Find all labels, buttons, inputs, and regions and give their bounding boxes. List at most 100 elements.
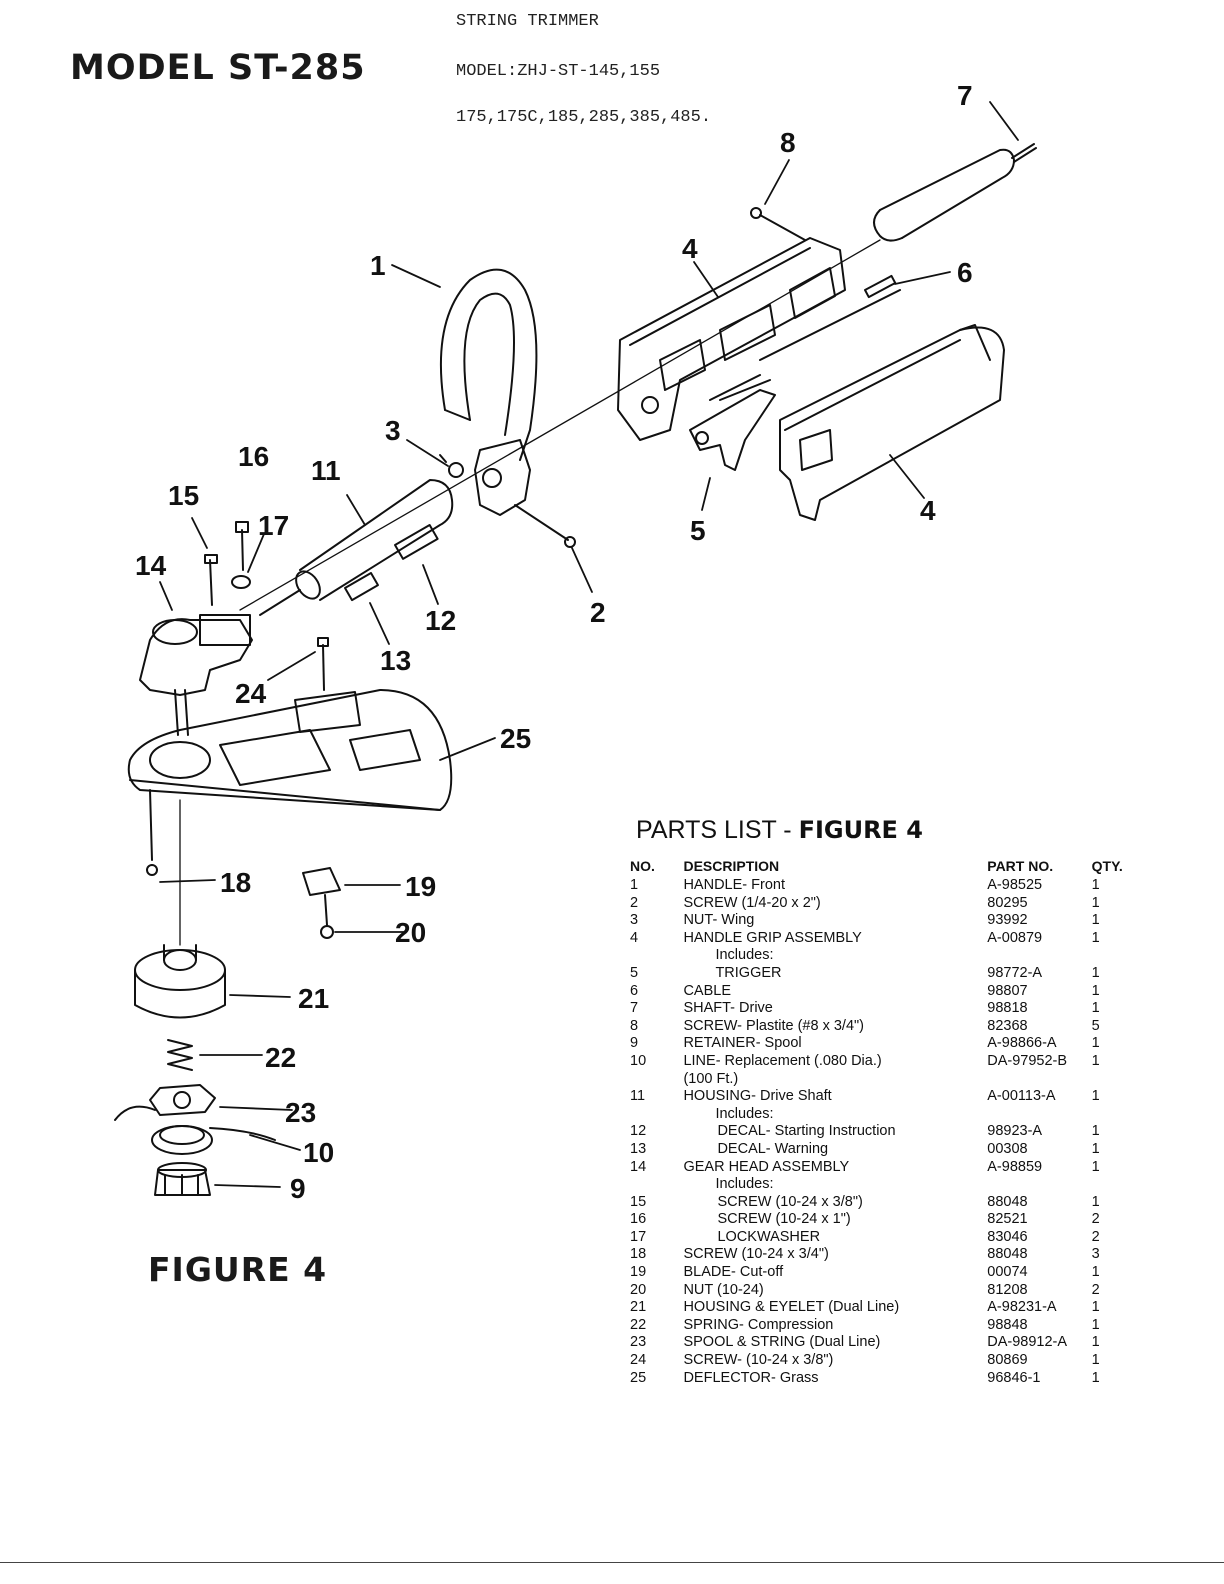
callout-14: 14 <box>135 550 167 581</box>
callout-13: 13 <box>380 645 411 676</box>
part-number-cell: 5 <box>630 964 639 981</box>
callout-22: 22 <box>265 1042 296 1073</box>
table-row: Includes: <box>630 1176 1130 1194</box>
gear-head-part <box>139 614 253 736</box>
part-number-cell: 22 <box>630 1316 647 1333</box>
part-description-cell: SCREW (10-24 x 1") <box>717 1211 851 1228</box>
part-qty-cell: 2 <box>1091 1281 1100 1298</box>
bottom-rule <box>0 1562 1224 1563</box>
part-number-cell: 18 <box>630 1246 647 1263</box>
part-description-cell: GEAR HEAD ASSEMBLY <box>683 1158 850 1175</box>
parts-list-title: PARTS LIST - FIGURE 4 <box>636 816 923 845</box>
part-description-cell: LOCKWASHER <box>717 1228 821 1245</box>
callout-18: 18 <box>220 867 251 898</box>
part-description-cell: SCREW- (10-24 x 3/8") <box>683 1352 834 1369</box>
callout-10: 10 <box>303 1137 334 1168</box>
part-number-cell <box>630 947 683 965</box>
part-qty-cell: 1 <box>1091 964 1100 981</box>
part-code-cell: 98807 <box>987 982 1028 999</box>
part-number-cell: 21 <box>630 1299 647 1316</box>
part-qty-cell: 1 <box>1091 1123 1100 1140</box>
handle-grip-lower-part <box>779 324 1005 521</box>
part-qty-cell: 5 <box>1091 1017 1100 1034</box>
part-code-cell: 80295 <box>987 894 1028 911</box>
part-description-cell: SHAFT- Drive <box>683 1000 773 1017</box>
table-row: (100 Ft.) <box>630 1071 1130 1089</box>
part-qty-cell: 1 <box>1091 929 1100 946</box>
part-qty-cell: 2 <box>1091 1211 1100 1228</box>
part-description-cell: LINE- Replacement (.080 Dia.) <box>683 1052 882 1069</box>
part-qty-cell <box>1092 1106 1130 1124</box>
callout-12: 12 <box>425 605 456 636</box>
screw-18-part <box>146 789 158 876</box>
part-qty-cell: 1 <box>1091 1000 1100 1017</box>
part-number-cell: 11 <box>630 1088 646 1105</box>
part-qty-cell: 1 <box>1091 1035 1100 1052</box>
figure-label: FIGURE 4 <box>148 1250 328 1289</box>
part-qty-cell: 1 <box>1091 1052 1100 1069</box>
part-number-cell: 9 <box>630 1035 639 1052</box>
part-description-cell: SPRING- Compression <box>683 1316 834 1333</box>
part-description-cell: SCREW (10-24 x 3/4") <box>683 1246 829 1263</box>
part-description-cell: Includes: <box>715 1176 774 1193</box>
part-description-cell: Includes: <box>715 947 774 964</box>
part-number-cell: 20 <box>630 1281 647 1298</box>
column-header-qty: QTY. <box>1091 858 1123 874</box>
part-code-cell <box>987 1176 1091 1194</box>
part-description-cell: (100 Ft.) <box>683 1070 739 1087</box>
screw-16-part <box>235 521 249 571</box>
callout-2: 2 <box>590 597 606 628</box>
part-description-cell: SCREW- Plastite (#8 x 3/4") <box>683 1017 864 1034</box>
part-number-cell: 23 <box>630 1334 647 1351</box>
part-qty-cell: 1 <box>1091 877 1100 893</box>
decal-12-part <box>394 524 439 560</box>
column-header-no: NO. <box>630 858 655 874</box>
part-code-cell: 82521 <box>987 1211 1028 1228</box>
part-code-cell: A-98231-A <box>987 1299 1057 1316</box>
part-description-cell: DECAL- Starting Instruction <box>717 1123 896 1140</box>
part-description-cell: SCREW (10-24 x 3/8") <box>717 1193 863 1210</box>
callout-21: 21 <box>298 983 329 1014</box>
model-title: MODEL ST-285 <box>70 48 366 88</box>
part-description-cell: DEFLECTOR- Grass <box>683 1369 819 1386</box>
part-qty-cell: 1 <box>1091 894 1100 911</box>
part-code-cell: DA-98912-A <box>987 1334 1068 1351</box>
part-description-cell: HOUSING & EYELET (Dual Line) <box>683 1299 900 1316</box>
trigger-part <box>689 379 776 471</box>
part-qty-cell: 1 <box>1091 1088 1100 1105</box>
part-code-cell: 96846-1 <box>987 1369 1041 1386</box>
part-description-cell: RETAINER- Spool <box>683 1035 802 1052</box>
part-description-cell: BLADE- Cut-off <box>683 1264 784 1281</box>
part-qty-cell: 1 <box>1091 1316 1100 1333</box>
part-code-cell: 00074 <box>987 1264 1028 1281</box>
screw-8-part <box>750 207 806 241</box>
part-qty-cell: 1 <box>1091 1158 1100 1175</box>
part-number-cell: 19 <box>630 1264 647 1281</box>
typed-model-list-line-2: 175,175C,185,285,385,485. <box>456 108 712 127</box>
parts-list-title-figure: FIGURE 4 <box>798 816 924 844</box>
part-code-cell: A-98525 <box>987 877 1043 893</box>
part-qty-cell: 1 <box>1091 912 1100 929</box>
part-description-cell: HANDLE GRIP ASSEMBLY <box>683 929 862 946</box>
decal-13-part <box>344 572 379 602</box>
part-description-cell: SPOOL & STRING (Dual Line) <box>683 1334 881 1351</box>
callout-7: 7 <box>957 80 973 111</box>
callout-8: 8 <box>780 127 796 158</box>
part-qty-cell: 1 <box>1091 1299 1100 1316</box>
part-number-cell: 16 <box>630 1211 647 1228</box>
screw-2-part <box>514 504 576 548</box>
front-handle-part <box>439 268 538 516</box>
